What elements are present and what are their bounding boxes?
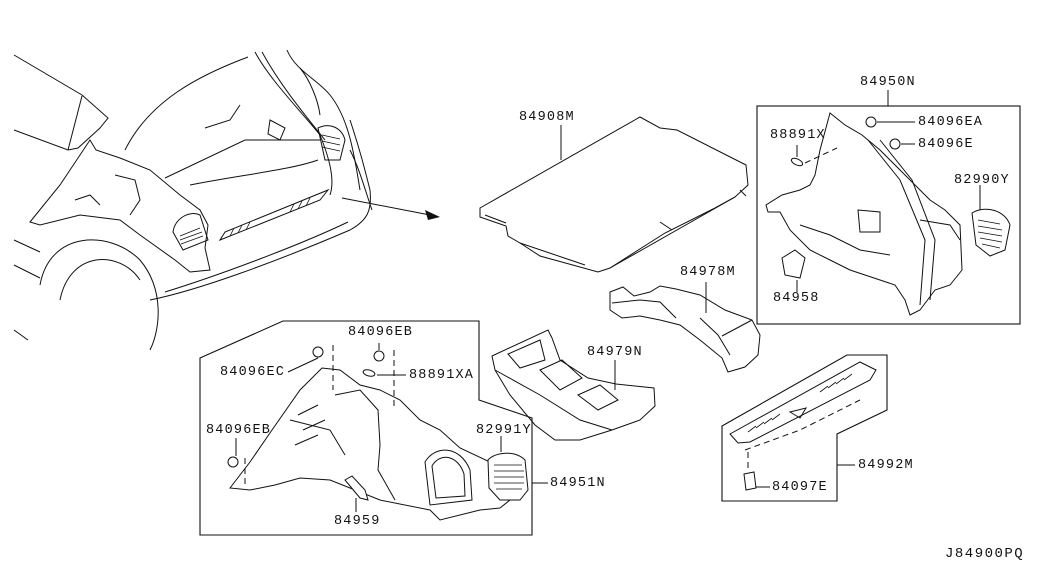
- label-84951N[interactable]: 84951N: [550, 476, 606, 491]
- label-84096E[interactable]: 84096E: [918, 137, 974, 152]
- label-84096EB-top[interactable]: 84096EB: [348, 325, 414, 340]
- callout-arrow-head: [425, 210, 440, 220]
- clip-84096EC-icon: [312, 346, 324, 358]
- callout-arrow-line: [341, 197, 431, 216]
- clip-84096EB-top-icon: [373, 350, 385, 362]
- part-84979N-drawing: [491, 329, 656, 441]
- clip-84096EB-left-icon: [227, 456, 239, 468]
- label-84097E[interactable]: 84097E: [772, 480, 828, 495]
- diagram-reference-code: J84900PQ: [945, 546, 1025, 562]
- label-84950N[interactable]: 84950N: [860, 75, 916, 90]
- part-84908M-drawing: [479, 116, 749, 273]
- label-84959[interactable]: 84959: [334, 514, 381, 529]
- part-84950N-box: [756, 90, 1021, 325]
- label-82990Y[interactable]: 82990Y: [954, 173, 1010, 188]
- label-88891X[interactable]: 88891X: [770, 128, 826, 143]
- label-84992M[interactable]: 84992M: [858, 458, 914, 473]
- clip-84097E-icon: [743, 471, 757, 491]
- label-84979N[interactable]: 84979N: [587, 345, 643, 360]
- clip-84096EA-icon: [865, 116, 877, 128]
- label-84096EB-left[interactable]: 84096EB: [206, 423, 272, 438]
- label-84908M[interactable]: 84908M: [519, 110, 575, 125]
- part-84951N-box: [199, 320, 548, 536]
- label-84096EA[interactable]: 84096EA: [918, 115, 984, 130]
- clip-84096E-icon: [889, 138, 901, 150]
- label-84978M[interactable]: 84978M: [680, 265, 736, 280]
- label-84958[interactable]: 84958: [773, 291, 820, 306]
- part-84978M-drawing: [609, 285, 761, 373]
- label-84096EC[interactable]: 84096EC: [220, 365, 286, 380]
- vehicle-rear-overview: [13, 49, 440, 351]
- label-82991Y[interactable]: 82991Y: [476, 423, 532, 438]
- label-88891XA[interactable]: 88891XA: [409, 368, 475, 383]
- part-84992M-box: [721, 354, 888, 502]
